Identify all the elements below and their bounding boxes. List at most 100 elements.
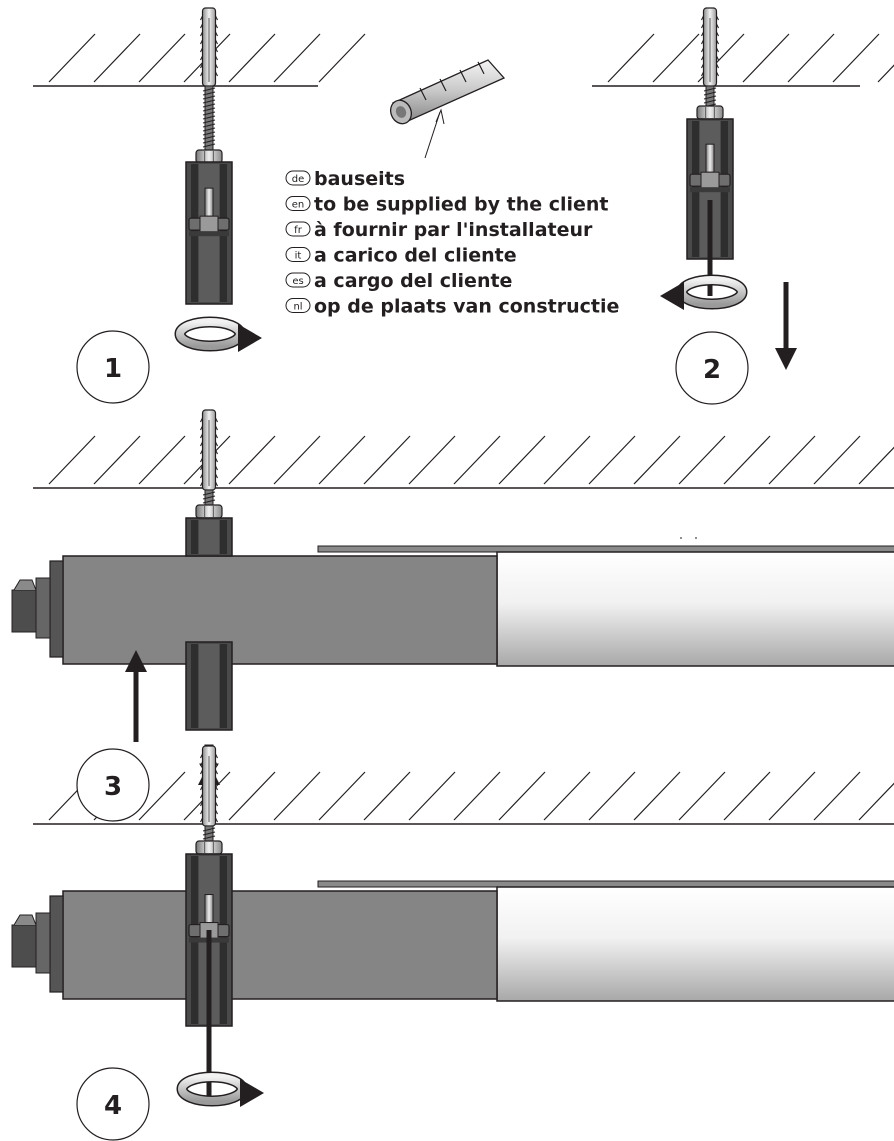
thread-line — [202, 495, 216, 500]
clamp-flange-right — [220, 644, 227, 728]
wall-anchor-barb — [701, 39, 719, 45]
thread-line — [202, 115, 216, 120]
hatch-line — [813, 771, 861, 821]
wall-anchor-barb — [200, 817, 218, 823]
hatch-line — [363, 771, 411, 821]
wall-anchor-barb — [200, 777, 218, 783]
wall-anchor-barb — [200, 71, 218, 77]
wall-plug-illustration — [389, 59, 506, 125]
hatch-line — [588, 435, 636, 485]
hatch-line — [723, 435, 771, 485]
note-row-es: es a cargo del cliente — [285, 270, 512, 292]
hatch-line — [453, 435, 501, 485]
rotation-arrow-head — [660, 282, 684, 310]
rotation-arrow-head — [238, 324, 262, 352]
hatch-line — [363, 435, 411, 485]
hatch-line — [543, 435, 591, 485]
thread-line — [202, 127, 216, 132]
wall-anchor-barb — [200, 481, 218, 487]
wall-anchor-barb — [200, 441, 218, 447]
luminaire-housing — [62, 890, 498, 1000]
thread-line — [202, 91, 216, 96]
wall-anchor-barb — [200, 39, 218, 45]
hatch-line — [633, 771, 681, 821]
cable-gland-top — [13, 914, 37, 926]
hatch-line — [273, 33, 321, 83]
rotation-arrow-counterclockwise — [660, 274, 748, 310]
wall-anchor-barb — [200, 433, 218, 439]
note-text: to be supplied by the client — [314, 194, 609, 216]
hatch-line — [858, 782, 894, 821]
wall-anchor-barb — [200, 55, 218, 61]
hatch-line — [768, 435, 816, 485]
wall-plug-hole — [395, 106, 407, 118]
threaded-rod — [202, 489, 216, 507]
hatch-line — [832, 33, 880, 83]
cable-gland — [11, 589, 37, 633]
note-text: a cargo del cliente — [314, 270, 512, 292]
rotation-arrow-clockwise — [174, 316, 262, 352]
luminaire-tube — [496, 886, 894, 1002]
mounting-clamp — [185, 161, 233, 305]
luminaire-connector — [35, 912, 51, 974]
wall-plug-rib — [459, 69, 467, 83]
wall-anchor-barb — [701, 55, 719, 61]
ceiling-step-2 — [592, 33, 894, 87]
hatch-line — [138, 435, 186, 485]
hex-nut — [696, 105, 724, 120]
hatch-line — [93, 435, 141, 485]
hatch-line — [742, 33, 790, 83]
hatch-line — [633, 435, 681, 485]
threaded-rod — [202, 85, 216, 151]
wall-anchor-barb — [701, 23, 719, 29]
hatch-line — [318, 771, 366, 821]
language-code: fr — [294, 225, 303, 236]
note-text: op de plaats van constructie — [314, 296, 619, 318]
rotation-band — [176, 318, 244, 350]
mounting-clamp — [185, 517, 233, 557]
step-circle — [675, 331, 749, 405]
language-code: en — [292, 200, 305, 211]
wall-anchor-barb — [200, 785, 218, 791]
ceiling-step-4 — [33, 771, 894, 825]
wall-anchor-barb — [200, 753, 218, 759]
language-code: es — [292, 276, 303, 287]
rotation-band — [178, 1073, 246, 1105]
clamp-channel — [199, 644, 219, 728]
hatch-line — [138, 771, 186, 821]
thread-line — [202, 499, 216, 504]
hatch-line — [723, 771, 771, 821]
clamp-screw — [204, 894, 214, 924]
hatch-line — [48, 33, 96, 83]
ceiling-step-3 — [33, 435, 894, 489]
wall-plug-rib — [477, 61, 485, 75]
thread-line — [202, 835, 216, 840]
language-code: nl — [293, 302, 302, 313]
wall-anchor-barb — [701, 63, 719, 69]
clamp-flange-left — [191, 644, 198, 728]
luminaire — [11, 545, 894, 667]
language-badge — [285, 247, 311, 262]
note-text: a carico del cliente — [314, 245, 517, 267]
hatch-line — [813, 435, 861, 485]
thread-line — [202, 135, 216, 140]
threaded-rod — [202, 825, 216, 843]
hatch-line — [858, 446, 894, 485]
thread-line — [202, 107, 216, 112]
hex-nut-body — [195, 149, 223, 164]
note-row-nl: nl op de plaats van constructie — [285, 296, 619, 318]
luminaire-end-cap — [49, 560, 64, 658]
note-row-it: it a carico del cliente — [285, 245, 517, 267]
note-row-en: en to be supplied by the client — [285, 194, 609, 216]
clamp-block — [700, 171, 720, 189]
step-number: 4 — [104, 1091, 122, 1121]
hex-nut-body — [195, 504, 223, 519]
wall-anchor — [200, 7, 218, 87]
hex-nut — [195, 840, 223, 855]
language-code: de — [292, 174, 305, 185]
hatch-line — [408, 435, 456, 485]
language-code: it — [295, 251, 302, 262]
step-marker-3: 3 — [76, 748, 150, 822]
hex-nut — [195, 149, 223, 164]
